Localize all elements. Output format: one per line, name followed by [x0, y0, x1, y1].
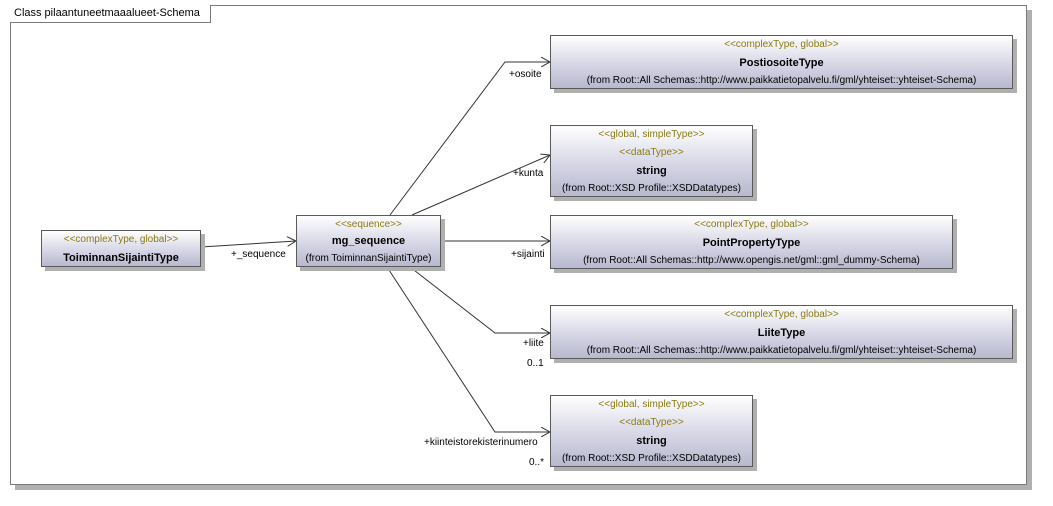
class-name: LiiteType: [757, 327, 806, 339]
role-label-kunta: +kunta: [513, 168, 544, 179]
class-origin: (from Root::All Schemas::http://www.paik…: [586, 345, 977, 356]
class-name: PointPropertyType: [702, 237, 801, 249]
diagram-title: Class pilaantuneetmaaalueet-Schema: [10, 5, 211, 23]
role-label-osoite: +osoite: [509, 69, 542, 80]
role-label-liite: +liite: [523, 338, 544, 349]
role-label-sequence: +_sequence: [231, 249, 286, 260]
stereotype-label: <<global, simpleType>>: [598, 399, 705, 410]
stereotype-label-datatype: <<dataType>>: [619, 417, 684, 428]
class-string-kiinteisto[interactable]: <<global, simpleType>> <<dataType>> stri…: [550, 395, 753, 467]
stereotype-label: <<complexType, global>>: [63, 234, 179, 245]
class-name: string: [636, 165, 667, 177]
class-name: mg_sequence: [331, 235, 406, 247]
edge-kiinteisto: [386, 266, 550, 432]
multiplicity-liite: 0..1: [527, 358, 544, 369]
edge-osoite: [389, 62, 550, 216]
class-name: string: [636, 435, 667, 447]
class-liite-type[interactable]: <<complexType, global>> LiiteType (from …: [550, 305, 1013, 359]
multiplicity-kiinteisto: 0..*: [529, 457, 545, 468]
class-name: ToiminnanSijaintiType: [63, 252, 179, 264]
class-toiminnan-sijainti-type[interactable]: <<complexType, global>> ToiminnanSijaint…: [41, 230, 201, 267]
stereotype-label: <<sequence>>: [335, 219, 402, 230]
class-origin: (from ToiminnanSijaintiType): [305, 253, 432, 264]
edge-kunta: [411, 155, 550, 216]
stereotype-label: <<complexType, global>>: [724, 39, 839, 50]
class-mg-sequence[interactable]: <<sequence>> mg_sequence (from Toiminnan…: [296, 215, 441, 267]
role-label-kiinteisto: +kiinteistorekisterinumero: [424, 437, 538, 448]
class-name: PostiosoiteType: [739, 57, 824, 69]
class-point-property-type[interactable]: <<complexType, global>> PointPropertyTyp…: [550, 215, 953, 269]
stereotype-label: <<complexType, global>>: [724, 309, 839, 320]
role-label-sijainti: +sijainti: [511, 249, 545, 260]
class-postiosoite-type[interactable]: <<complexType, global>> PostiosoiteType …: [550, 35, 1013, 89]
stereotype-label: <<complexType, global>>: [694, 219, 809, 230]
edge-sequence: [200, 241, 296, 248]
class-origin: (from Root::All Schemas::http://www.paik…: [586, 75, 977, 86]
edge-liite: [409, 266, 550, 333]
class-origin: (from Root::XSD Profile::XSDDatatypes): [562, 183, 741, 194]
stereotype-label-datatype: <<dataType>>: [619, 147, 684, 158]
class-origin: (from Root::XSD Profile::XSDDatatypes): [562, 453, 741, 464]
class-string-kunta[interactable]: <<global, simpleType>> <<dataType>> stri…: [550, 125, 753, 197]
class-origin: (from Root::All Schemas::http://www.open…: [583, 255, 920, 266]
stereotype-label: <<global, simpleType>>: [598, 129, 705, 140]
